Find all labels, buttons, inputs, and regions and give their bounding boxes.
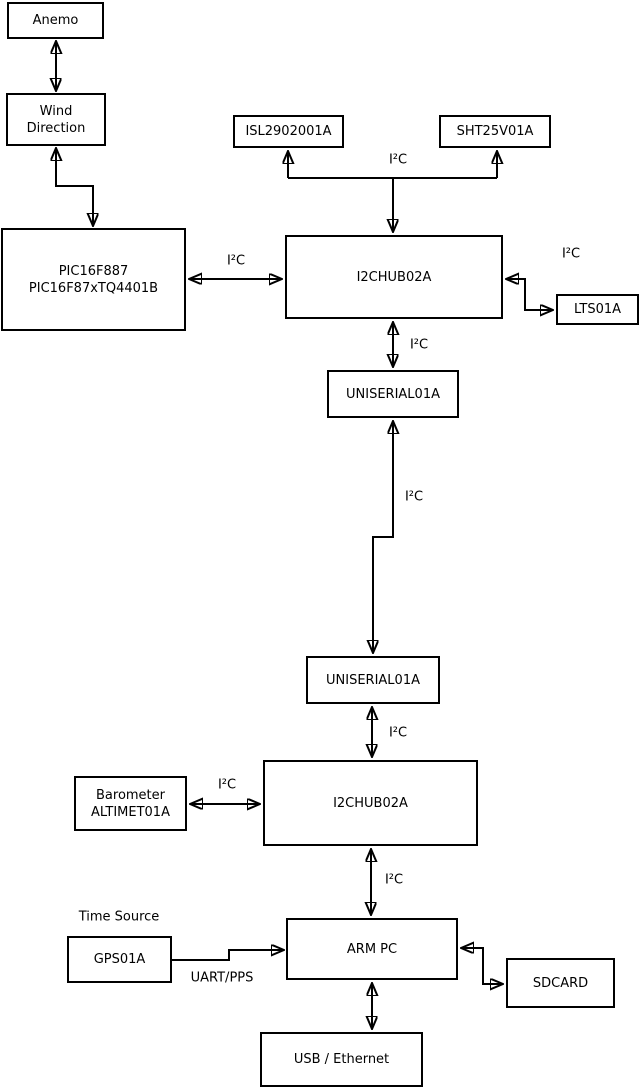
node-i2c-hub-top: I2CHUB02A — [285, 235, 503, 319]
node-usb-ethernet: USB / Ethernet — [260, 1032, 423, 1087]
edge-wind-pic — [56, 148, 93, 226]
node-isl2902001a: ISL2902001A — [233, 115, 344, 148]
node-pic-label: PIC16F887 — [58, 263, 129, 279]
node-gps01a: GPS01A — [67, 936, 172, 983]
node-pic-microcontroller: PIC16F887 PIC16F87xTQ4401B — [1, 228, 186, 331]
edge-uniserial-link — [373, 421, 393, 653]
node-sdcard-label: SDCARD — [532, 975, 589, 991]
edge-label-i2c-sensors: I²C — [388, 152, 408, 168]
node-pic-label: PIC16F87xTQ4401B — [28, 280, 159, 296]
node-sdcard: SDCARD — [506, 958, 615, 1008]
node-wind-direction-label: Direction — [26, 120, 86, 136]
edge-label-i2c-barometer: I²C — [217, 777, 237, 793]
node-usb-ethernet-label: USB / Ethernet — [293, 1052, 390, 1067]
edge-label-i2c-uniserial-hub2: I²C — [388, 725, 408, 741]
edge-label-uart-pps: UART/PPS — [190, 970, 254, 986]
node-sht-label: SHT25V01A — [456, 124, 534, 139]
edge-label-i2c-hub2-armpc: I²C — [384, 872, 404, 888]
edge-gps-armpc — [172, 950, 284, 961]
node-wind-direction-label: Wind — [39, 103, 73, 119]
node-uniserial-top: UNISERIAL01A — [327, 370, 459, 418]
node-lts-label: LTS01A — [573, 302, 622, 317]
node-isl-label: ISL2902001A — [245, 124, 332, 139]
node-arm-pc-label: ARM PC — [346, 941, 398, 957]
node-uniserial-bottom-label: UNISERIAL01A — [326, 672, 420, 688]
node-i2c-hub-bottom-label: I2CHUB02A — [333, 795, 408, 811]
node-sht25v01a: SHT25V01A — [439, 115, 551, 148]
node-barometer-label: Barometer — [96, 787, 165, 803]
node-i2c-hub-bottom: I2CHUB02A — [263, 760, 478, 846]
node-gps-label: GPS01A — [93, 952, 146, 967]
node-barometer: Barometer ALTIMET01A — [74, 776, 187, 831]
node-lts01a: LTS01A — [556, 294, 639, 325]
node-arm-pc: ARM PC — [286, 918, 458, 980]
label-time-source: Time Source — [78, 909, 160, 925]
edge-label-i2c-pic-hub: I²C — [226, 253, 246, 269]
node-i2c-hub-top-label: I2CHUB02A — [356, 269, 432, 285]
node-uniserial-bottom: UNISERIAL01A — [306, 656, 440, 704]
node-barometer-label: ALTIMET01A — [91, 804, 170, 820]
node-wind-direction: Wind Direction — [6, 93, 106, 146]
edge-label-i2c-hub-uniserial: I²C — [409, 337, 429, 353]
node-anemo-label: Anemo — [32, 13, 79, 28]
edge-label-i2c-hub-lts: I²C — [561, 246, 581, 262]
edge-hub1-lts — [506, 279, 553, 310]
edge-label-i2c-uniserial-link: I²C — [404, 489, 424, 505]
node-uniserial-top-label: UNISERIAL01A — [346, 386, 440, 402]
node-anemo: Anemo — [7, 2, 104, 39]
edge-armpc-sdcard — [461, 948, 503, 984]
